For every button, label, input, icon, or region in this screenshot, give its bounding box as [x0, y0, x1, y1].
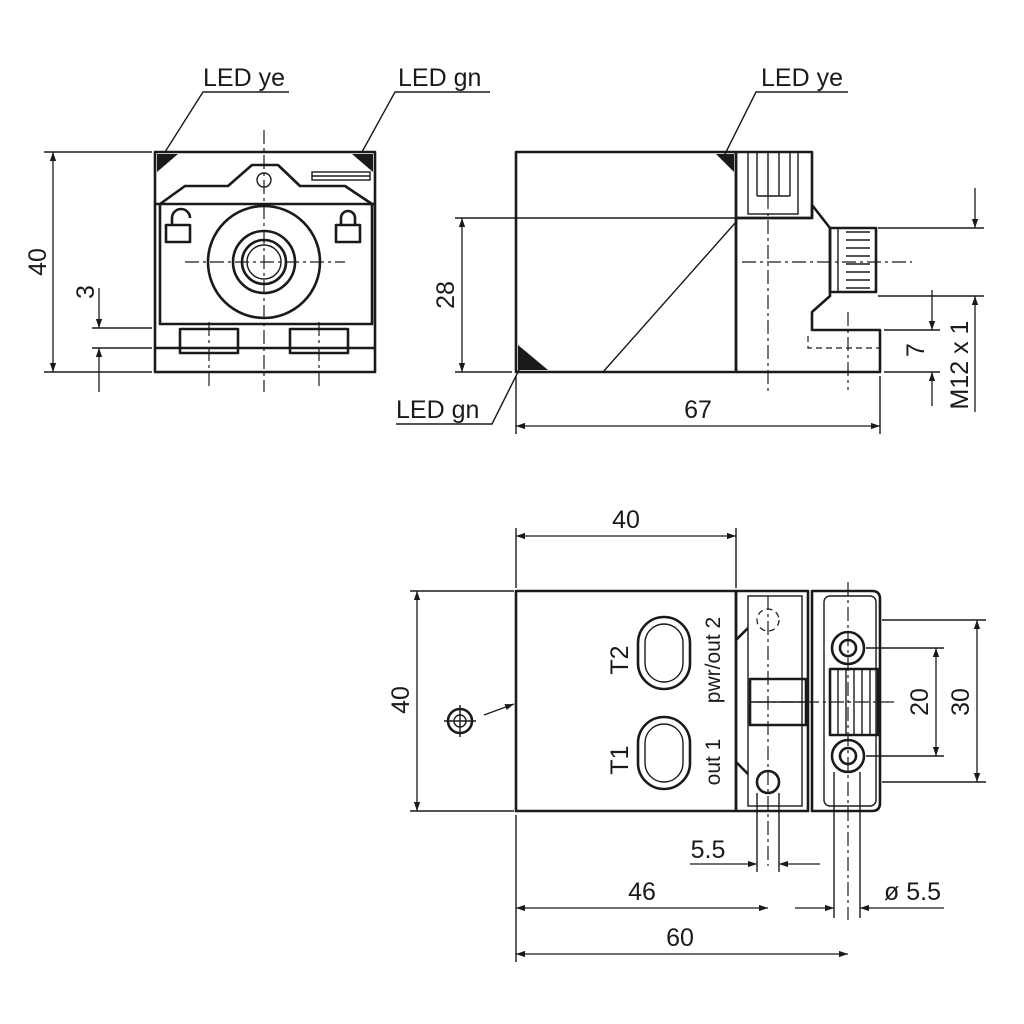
led-gn-front-icon: [352, 154, 373, 172]
label-led-ye-side: LED ye: [761, 64, 843, 92]
label-t2: T2: [606, 645, 634, 674]
label-side-67: 67: [684, 396, 712, 424]
led-ye-side-icon: [716, 154, 734, 172]
label-front-40: 40: [24, 248, 52, 276]
side-m12-thread: [828, 226, 878, 294]
led-ye-front-icon: [157, 154, 178, 172]
label-hole-dia: ø 5.5: [884, 878, 941, 906]
label-top-30: 30: [947, 688, 975, 716]
label-m12: M12 x 1: [946, 321, 974, 410]
label-slot-5-5: 5.5: [691, 836, 726, 864]
label-front-3: 3: [72, 285, 100, 299]
lock-icon: [334, 209, 362, 244]
label-46: 46: [628, 878, 656, 906]
leader-led-gn-side: [396, 355, 527, 425]
side-mount-bracket: [736, 203, 882, 374]
front-housing-outline: [153, 150, 377, 374]
top-view: T2 T1 pwr/out 2 out 1: [387, 506, 986, 962]
label-60: 60: [666, 924, 694, 952]
top-connector-housing: [734, 589, 810, 813]
button-t1-icon: [636, 715, 692, 791]
label-led-gn-front: LED gn: [398, 64, 481, 92]
label-t1: T1: [606, 745, 634, 774]
label-side-28: 28: [432, 281, 460, 309]
leader-led-ye-front: [164, 91, 289, 153]
label-top-20: 20: [906, 688, 934, 716]
label-led-gn-side: LED gn: [396, 396, 479, 424]
label-led-ye-front: LED ye: [203, 64, 285, 92]
label-top-40-width: 40: [612, 506, 640, 534]
side-diagonal: [602, 221, 737, 373]
front-face-outline: [158, 163, 374, 326]
unlock-icon: [164, 207, 192, 244]
button-t2-icon: [636, 615, 692, 691]
side-housing-outline: [514, 150, 738, 374]
datum-target-icon: [444, 703, 515, 737]
led-gn-side-icon: [518, 345, 548, 370]
label-out1: out 1: [702, 739, 725, 786]
label-top-40-height: 40: [387, 686, 415, 714]
label-pwr-out2: pwr/out 2: [702, 617, 725, 703]
side-view: LED ye LED gn 28 67 7 M12 x 1: [396, 64, 984, 434]
leader-led-ye-side: [721, 91, 848, 161]
top-mount-plate: [810, 589, 882, 813]
label-side-7: 7: [902, 343, 930, 357]
leader-led-gn-front: [361, 91, 490, 153]
front-view: LED ye LED gn 40 3: [24, 64, 490, 392]
